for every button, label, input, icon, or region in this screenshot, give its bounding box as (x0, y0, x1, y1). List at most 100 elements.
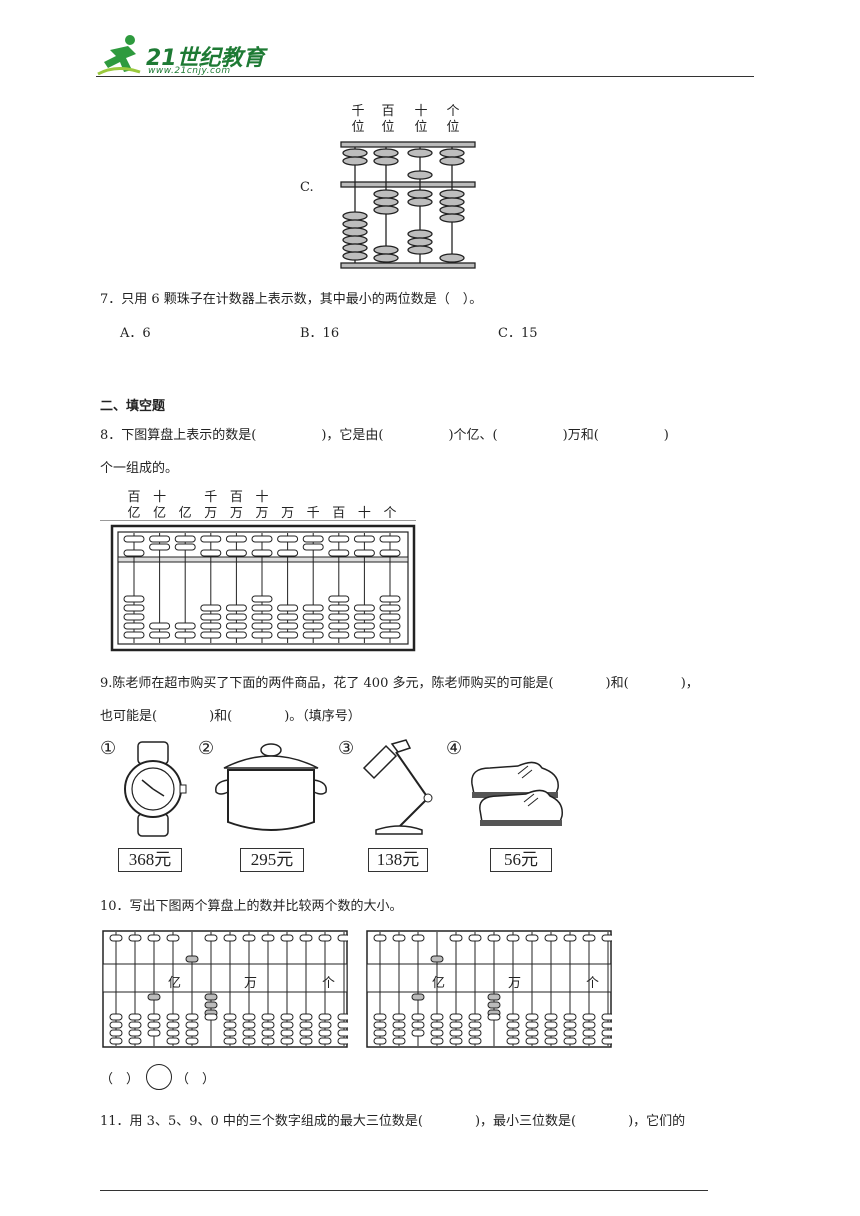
bead (200, 549, 222, 557)
bead (468, 1013, 482, 1021)
bead (449, 1029, 463, 1037)
header-rule (96, 76, 754, 77)
q10-abacus-right-figure (366, 930, 612, 1048)
bead (582, 1029, 596, 1037)
section-title: 二、填空题 (100, 399, 166, 414)
bead (277, 622, 299, 630)
bead (251, 622, 273, 630)
bead (242, 934, 256, 942)
bead (373, 1013, 387, 1021)
q8-abacus-headers: 百亿十亿亿千万百万十万万千百十个 (124, 490, 414, 522)
bead (147, 1021, 161, 1029)
q6-hdr-2a: 十 (414, 104, 428, 119)
bead (563, 934, 577, 942)
bead (379, 622, 401, 630)
bead (392, 1021, 406, 1029)
q6-hdr-0a: 千 (351, 104, 365, 119)
bead (149, 543, 171, 551)
bead (506, 934, 520, 942)
bead (261, 1013, 275, 1021)
bead (185, 955, 199, 963)
item-number: ① (100, 738, 117, 759)
bead (200, 604, 222, 612)
bead (123, 549, 145, 557)
bead (251, 595, 273, 603)
bead (337, 1021, 348, 1029)
bead (544, 1029, 558, 1037)
label-wan: 万 (508, 976, 522, 991)
price-tag: 138元 (368, 848, 428, 872)
bead (299, 1013, 313, 1021)
bead (123, 622, 145, 630)
bead (525, 1029, 539, 1037)
bead (601, 1029, 612, 1037)
bead (128, 934, 142, 942)
q6-hdr-2b: 位 (414, 120, 428, 135)
bead (373, 1021, 387, 1029)
q6-hdr-1a: 百 (381, 104, 395, 119)
bead (353, 613, 375, 621)
q10-compare-circle[interactable] (146, 1064, 172, 1090)
header-logo: 21世纪教育 www.21cnjy.com (96, 34, 266, 78)
bead (277, 631, 299, 639)
bead (601, 934, 612, 942)
bead (223, 1029, 237, 1037)
label-ge: 个 (586, 976, 600, 991)
bead (328, 631, 350, 639)
bead (411, 1021, 425, 1029)
bead (302, 622, 324, 630)
bead (147, 1013, 161, 1021)
q8-header-bottom: 百 (332, 506, 346, 521)
bead (563, 1029, 577, 1037)
q6-hdr-3a: 个 (446, 104, 460, 119)
bead (242, 1021, 256, 1029)
q7-option-a: A．6 (120, 326, 151, 341)
bead (149, 535, 171, 543)
bead (200, 622, 222, 630)
bead (379, 613, 401, 621)
q8-header-bottom: 十 (357, 506, 371, 521)
bead (166, 1037, 180, 1045)
bead (373, 934, 387, 942)
bead (449, 1021, 463, 1029)
q10-compare-right-blank[interactable]: （ ） (176, 1072, 216, 1087)
q8-header-bottom: 万 (281, 506, 295, 521)
bead (582, 934, 596, 942)
q10-compare-left-blank[interactable]: （ ） (100, 1072, 140, 1087)
bead (242, 1013, 256, 1021)
bead (318, 1029, 332, 1037)
bead (261, 1029, 275, 1037)
bead (299, 1037, 313, 1045)
bead (544, 1037, 558, 1045)
q8-header-bottom: 万 (204, 506, 218, 521)
pot-icon (215, 743, 327, 831)
bead (128, 1013, 142, 1021)
item-number: ④ (446, 738, 463, 759)
bead (185, 1029, 199, 1037)
bead (277, 604, 299, 612)
item-number: ② (198, 738, 215, 759)
bead (392, 1013, 406, 1021)
bead (544, 934, 558, 942)
bead (506, 1021, 520, 1029)
bead (337, 1013, 348, 1021)
bead (318, 934, 332, 942)
label-ge: 个 (322, 976, 336, 991)
bead (353, 604, 375, 612)
bead (223, 1037, 237, 1045)
q8-header-bottom: 亿 (153, 506, 167, 521)
bead (302, 613, 324, 621)
bead (582, 1021, 596, 1029)
bead (128, 1029, 142, 1037)
bead (280, 1021, 294, 1029)
bead (563, 1013, 577, 1021)
bead (299, 1021, 313, 1029)
bead (242, 1037, 256, 1045)
bead (225, 631, 247, 639)
bead (353, 622, 375, 630)
bead (280, 934, 294, 942)
shoes-icon (471, 761, 563, 826)
q11-stem: 11．用 3、5、9、0 中的三个数字组成的最大三位数是( )，最小三位数是( … (100, 1114, 686, 1129)
bead (487, 1001, 501, 1009)
bead (166, 1013, 180, 1021)
